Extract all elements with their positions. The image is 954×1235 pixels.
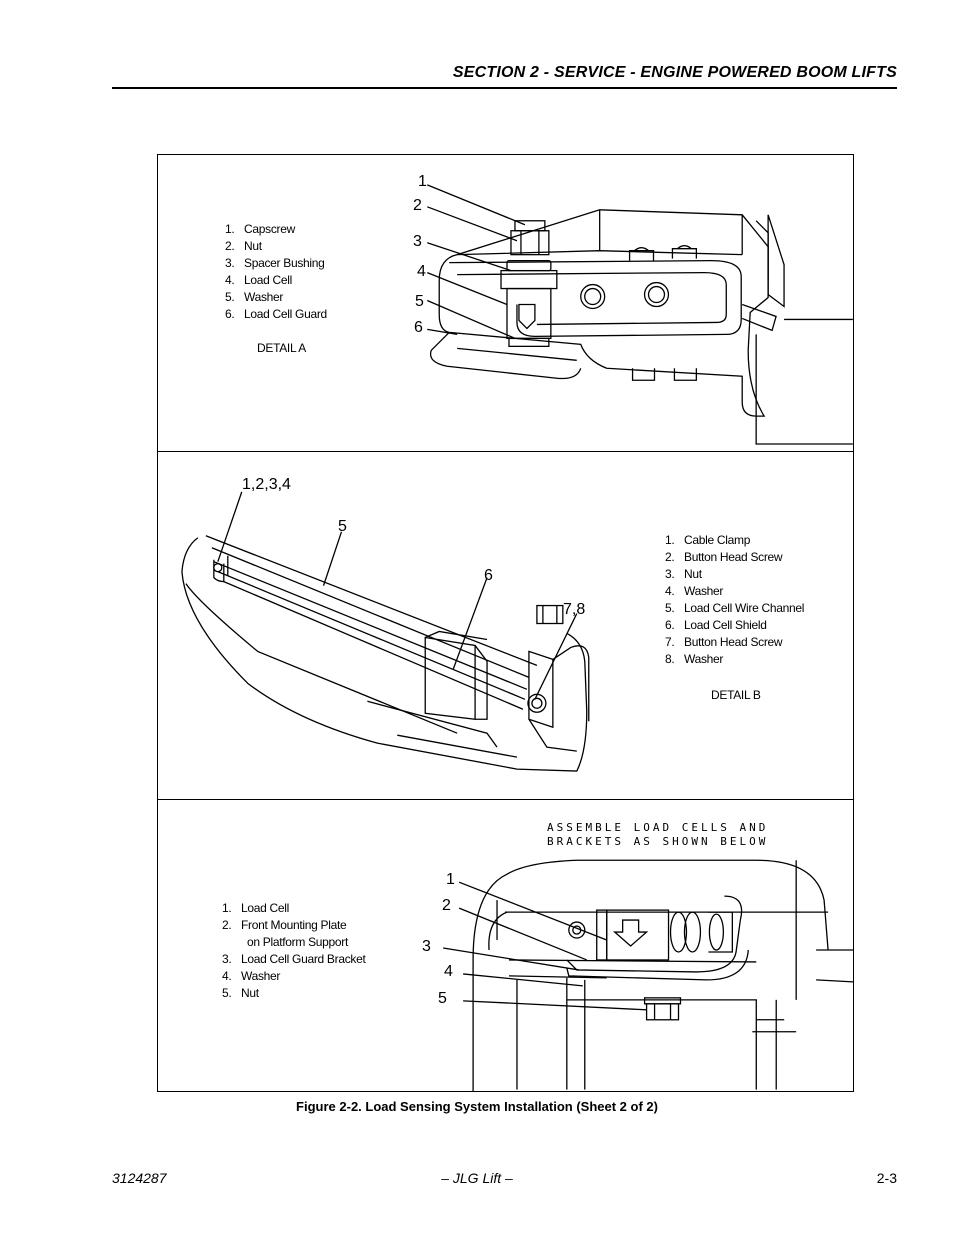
assembly-note-line-1: ASSEMBLE LOAD CELLS AND bbox=[547, 821, 769, 834]
detail-a-callout-1: 1 bbox=[418, 173, 427, 190]
detail-a-callout-4: 4 bbox=[417, 263, 426, 280]
detail-a-legend: 1.Capscrew 2.Nut 3.Spacer Bushing 4.Load… bbox=[225, 221, 327, 323]
detail-c-callout-5: 5 bbox=[438, 990, 447, 1007]
footer-center-text: – JLG Lift – bbox=[441, 1170, 513, 1186]
legend-item: 8.Washer bbox=[665, 652, 724, 666]
detail-c-callout-2: 2 bbox=[442, 897, 451, 914]
legend-item: 7.Button Head Screw bbox=[665, 635, 783, 649]
detail-a-callout-3: 3 bbox=[413, 233, 422, 250]
detail-b-legend: 1.Cable Clamp 2.Button Head Screw 3.Nut … bbox=[665, 532, 804, 668]
legend-item: 6.Load Cell Shield bbox=[665, 618, 767, 632]
legend-item: 2.Button Head Screw bbox=[665, 550, 783, 564]
detail-b-drawing bbox=[181, 491, 590, 772]
detail-b-callout-5: 5 bbox=[338, 518, 347, 535]
detail-b-callout-6: 6 bbox=[484, 567, 493, 584]
detail-a-callout-2: 2 bbox=[413, 197, 422, 214]
legend-item: 1.Capscrew bbox=[225, 222, 295, 236]
legend-item: 2.Nut bbox=[225, 239, 262, 253]
legend-item: 4.Load Cell bbox=[225, 273, 293, 287]
detail-a-panel: 1 2 3 4 5 6 1.Capscrew 2.Nut 3.Spacer Bu… bbox=[158, 155, 853, 452]
detail-b-callout-1-4: 1,2,3,4 bbox=[242, 476, 291, 493]
legend-item: 3.Load Cell Guard Bracket bbox=[222, 952, 366, 966]
legend-item: 1.Load Cell bbox=[222, 901, 290, 915]
legend-item: 5.Nut bbox=[222, 986, 259, 1000]
legend-item: 4.Washer bbox=[665, 584, 724, 598]
legend-item: 2.Front Mounting Plate bbox=[222, 918, 347, 932]
footer-doc-number: 3124287 bbox=[112, 1170, 167, 1186]
legend-item: 5.Washer bbox=[225, 290, 284, 304]
detail-b-callout-7-8: 7,8 bbox=[563, 601, 586, 618]
legend-item: 3.Spacer Bushing bbox=[225, 256, 325, 270]
detail-b-label: DETAIL B bbox=[711, 688, 761, 702]
detail-a-label: DETAIL A bbox=[257, 341, 306, 355]
detail-b-panel: 1,2,3,4 5 6 7,8 1.Cable Clamp 2.Button H… bbox=[158, 452, 853, 800]
detail-c-legend: 1.Load Cell 2.Front Mounting Plate on Pl… bbox=[222, 900, 366, 1002]
legend-item: 1.Cable Clamp bbox=[665, 533, 751, 547]
header-rule bbox=[112, 87, 897, 89]
legend-item: 5.Load Cell Wire Channel bbox=[665, 601, 805, 615]
detail-c-callout-1: 1 bbox=[446, 871, 455, 888]
figure-caption: Figure 2-2. Load Sensing System Installa… bbox=[296, 1099, 658, 1114]
assembly-note-line-2: BRACKETS AS SHOWN BELOW bbox=[547, 835, 769, 848]
legend-item-continuation: on Platform Support bbox=[247, 935, 349, 949]
legend-item: 6.Load Cell Guard bbox=[225, 307, 327, 321]
footer-page-number: 2-3 bbox=[876, 1170, 897, 1186]
section-header: SECTION 2 - SERVICE - ENGINE POWERED BOO… bbox=[452, 64, 897, 81]
detail-c-callout-3: 3 bbox=[422, 938, 431, 955]
detail-a-callout-6: 6 bbox=[414, 319, 423, 336]
legend-item: 3.Nut bbox=[665, 567, 702, 581]
detail-c-drawing bbox=[443, 859, 853, 1092]
detail-a-callout-5: 5 bbox=[415, 293, 424, 310]
detail-c-callout-4: 4 bbox=[444, 963, 453, 980]
detail-a-drawing bbox=[427, 184, 853, 445]
figure-frame: 1 2 3 4 5 6 1.Capscrew 2.Nut 3.Spacer Bu… bbox=[157, 154, 854, 1092]
legend-item: 4.Washer bbox=[222, 969, 281, 983]
